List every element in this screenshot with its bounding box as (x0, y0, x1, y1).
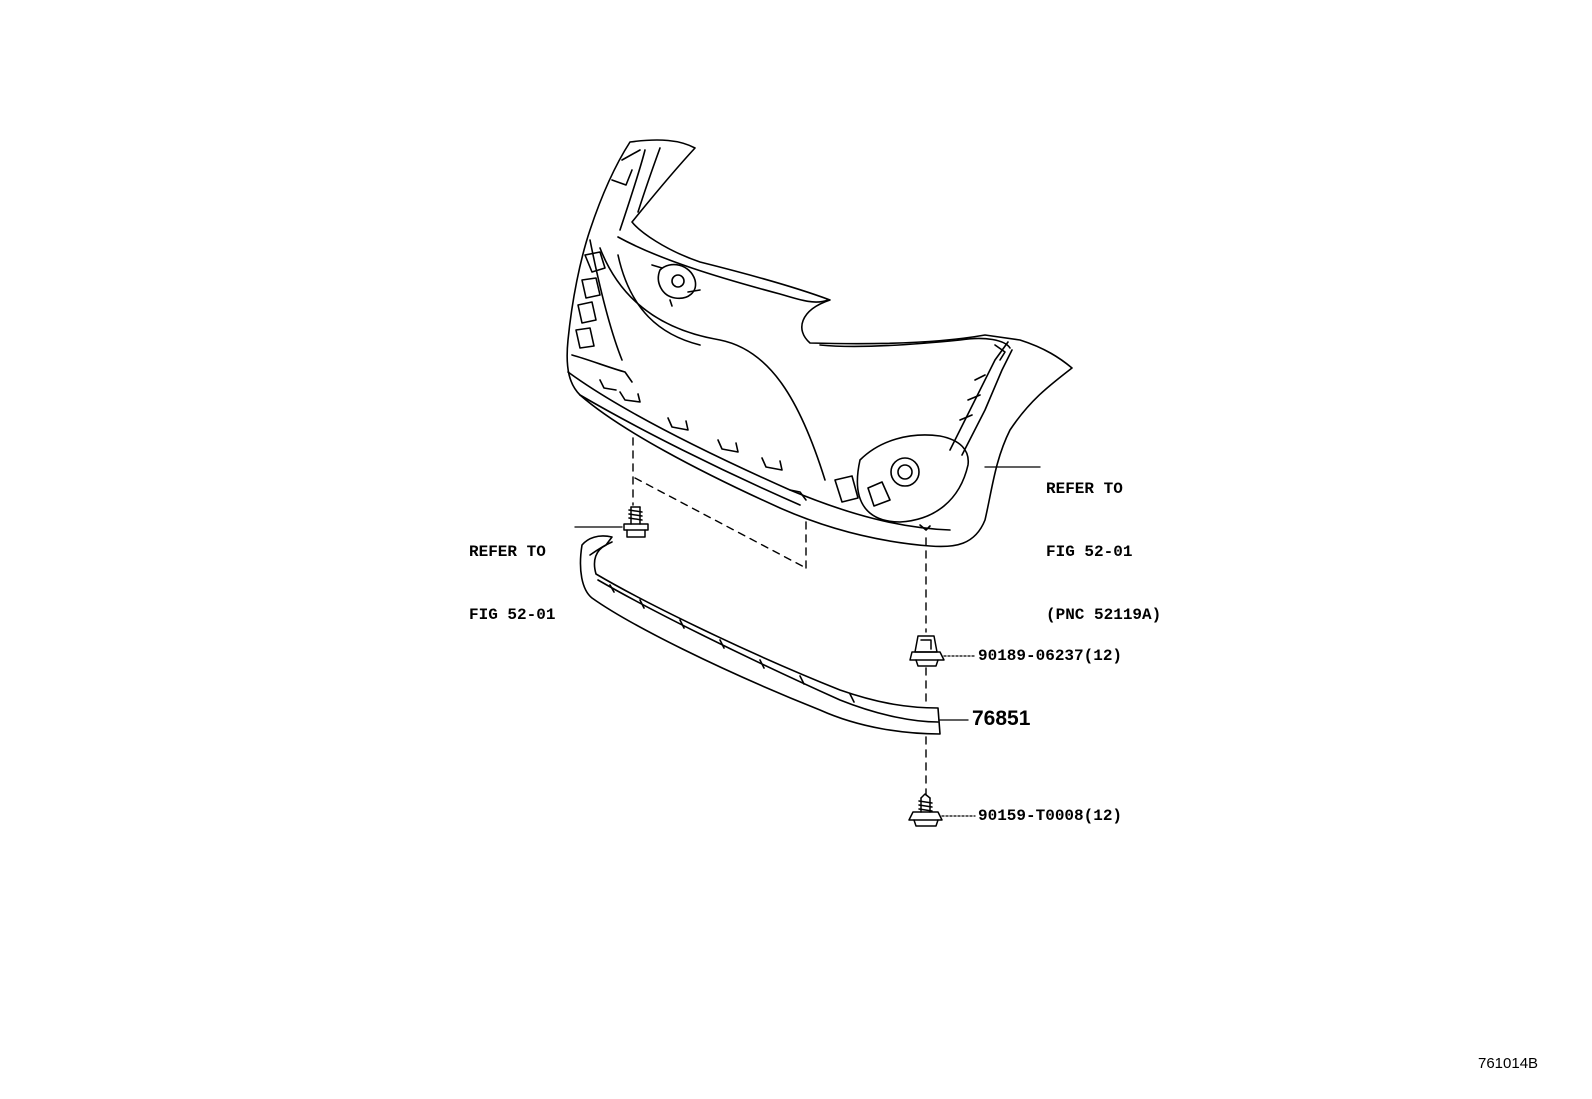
callout-bumper-ref: REFER TO FIG 52-01 (PNC 52119A) (1046, 437, 1161, 647)
alignment-lines (632, 437, 927, 796)
retainer-clip[interactable] (909, 635, 945, 667)
figure-id: 761014B (1478, 1055, 1539, 1072)
part-number-spoiler[interactable]: 76851 (972, 707, 1031, 730)
tapping-screw[interactable] (908, 793, 943, 827)
front-bumper-cover[interactable] (566, 139, 1073, 548)
callout-bumper-ref-line2: FIG 52-01 (1046, 543, 1133, 561)
callout-bumper-ref-line1: REFER TO (1046, 480, 1123, 498)
part-number-clip[interactable]: 90189-06237(12) (978, 647, 1123, 665)
bolt-fastener[interactable] (623, 506, 649, 538)
callout-bolt-ref-line2: FIG 52-01 (469, 606, 556, 624)
callout-bolt-ref: REFER TO FIG 52-01 (469, 500, 555, 647)
callout-bumper-ref-line3: (PNC 52119A) (1046, 606, 1162, 624)
callout-bolt-ref-line1: REFER TO (469, 543, 546, 561)
front-spoiler[interactable] (579, 535, 941, 735)
part-number-screw[interactable]: 90159-T0008(12) (978, 807, 1123, 825)
